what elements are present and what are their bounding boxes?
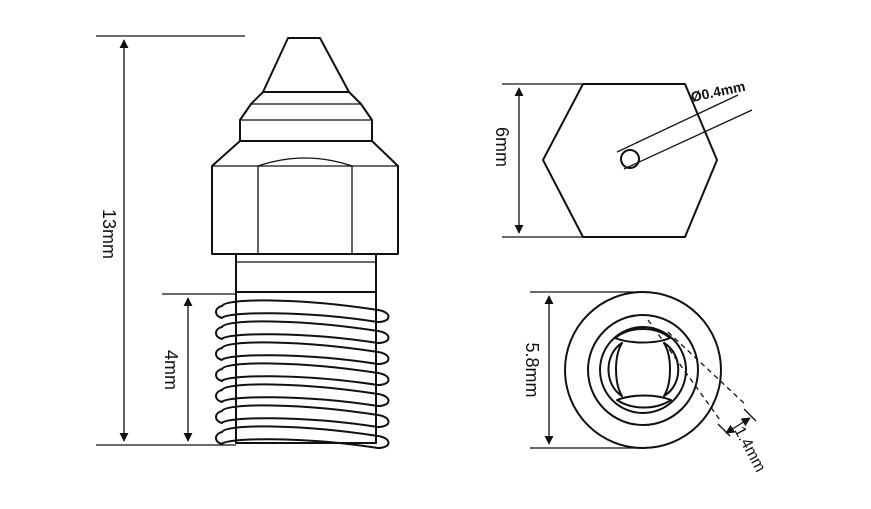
dimension-thread-length: 4mm	[161, 293, 236, 442]
nozzle-neck	[235, 253, 377, 293]
dimension-total-length: 13mm	[96, 35, 245, 446]
hex-size-label: 6mm	[492, 127, 512, 167]
thread-ridge	[215, 299, 390, 323]
total-length-label: 13mm	[99, 209, 119, 259]
dimension-thread-diameter: 5.8mm	[522, 291, 643, 449]
nozzle-collar	[239, 91, 373, 142]
dimension-hex-size: 6mm	[492, 83, 583, 238]
thread-ridge	[215, 362, 390, 386]
channel-bottom	[616, 394, 672, 409]
hex-outline	[542, 83, 718, 238]
thread-ridge	[215, 404, 390, 428]
channel-right	[663, 342, 680, 397]
channel-left	[607, 342, 623, 397]
thread-ridge	[215, 383, 390, 407]
thread-length-label: 4mm	[161, 350, 181, 390]
inner-circle	[599, 326, 687, 414]
thread-ridge	[215, 320, 390, 344]
thread-diameter-label: 5.8mm	[522, 342, 542, 397]
nozzle-hole	[620, 149, 640, 169]
nozzle-thread	[235, 291, 377, 444]
nozzle-side-view	[211, 37, 399, 449]
nozzle-diameter-label: Ø0.4mm	[689, 78, 746, 105]
hex-front-view: Ø0.4mm	[542, 78, 753, 238]
bore-circle	[587, 314, 699, 426]
channel-top	[614, 328, 671, 344]
nozzle-tip	[262, 37, 350, 93]
thread-ridge	[215, 425, 390, 449]
thread-ridge	[215, 341, 390, 365]
wall-label: 1.4mm	[730, 424, 768, 475]
thread-ridges	[215, 299, 390, 449]
